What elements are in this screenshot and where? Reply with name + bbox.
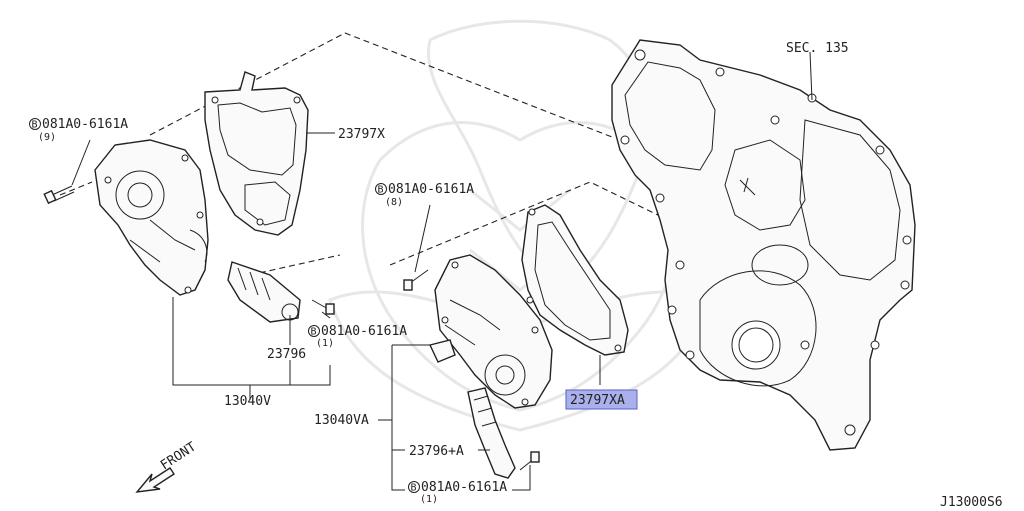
bolt-1a-callout[interactable]: B 081A0-6161A (1) [308,324,408,349]
part-13040v-label[interactable]: 13040V [224,394,271,409]
timing-chain-case [611,39,916,451]
bolt-1b-prefix: B [411,483,417,494]
bolt-9-prefix: B [32,120,38,131]
bolt-8-qty: (8) [385,197,403,208]
bolt-middle-top [403,269,429,291]
part-23797x-label[interactable]: 23797X [338,127,385,142]
bolt-1a-code: 081A0-6161A [321,324,407,339]
bolt-9-code: 081A0-6161A [42,117,128,132]
front-label: FRONT [158,439,199,473]
cover-13040v [94,139,209,296]
part-13040va-label[interactable]: 13040VA [314,413,369,428]
bolt-23796a [519,451,540,471]
bolt-1a-qty: (1) [316,338,334,349]
bolt-23796 [311,299,335,315]
leader-lines [71,51,813,491]
bolt-1b-callout[interactable]: B 081A0-6161A (1) [408,480,508,505]
bolt-8-callout[interactable]: B 081A0-6161A (8) [375,182,475,208]
diagram-code: J13000S6 [940,495,1003,510]
part-highlight [565,389,638,410]
bolt-8-prefix: B [378,185,384,196]
solenoid-23796a [467,387,516,479]
front-arrow: FRONT [135,439,199,493]
bolt-1b-code: 081A0-6161A [421,480,507,495]
bolt-1b-qty: (1) [420,494,438,505]
bolt-9-callout[interactable]: B 081A0-6161A (9) [29,117,129,143]
sec135-label[interactable]: SEC. 135 [786,41,849,56]
bolt-9-qty: (9) [38,132,56,143]
part-23796-label[interactable]: 23796 [267,347,306,362]
part-23796a-label[interactable]: 23796+A [409,444,464,459]
cover-13040va [429,254,553,409]
bolt-left-top [43,185,75,205]
bolt-8-code: 081A0-6161A [388,182,474,197]
solenoid-23796 [227,261,301,323]
gasket-23797x [204,71,309,236]
part-23797xa-label[interactable]: 23797XA [570,393,625,408]
bolt-1a-prefix: B [311,327,317,338]
gasket-23797xa [521,204,629,356]
